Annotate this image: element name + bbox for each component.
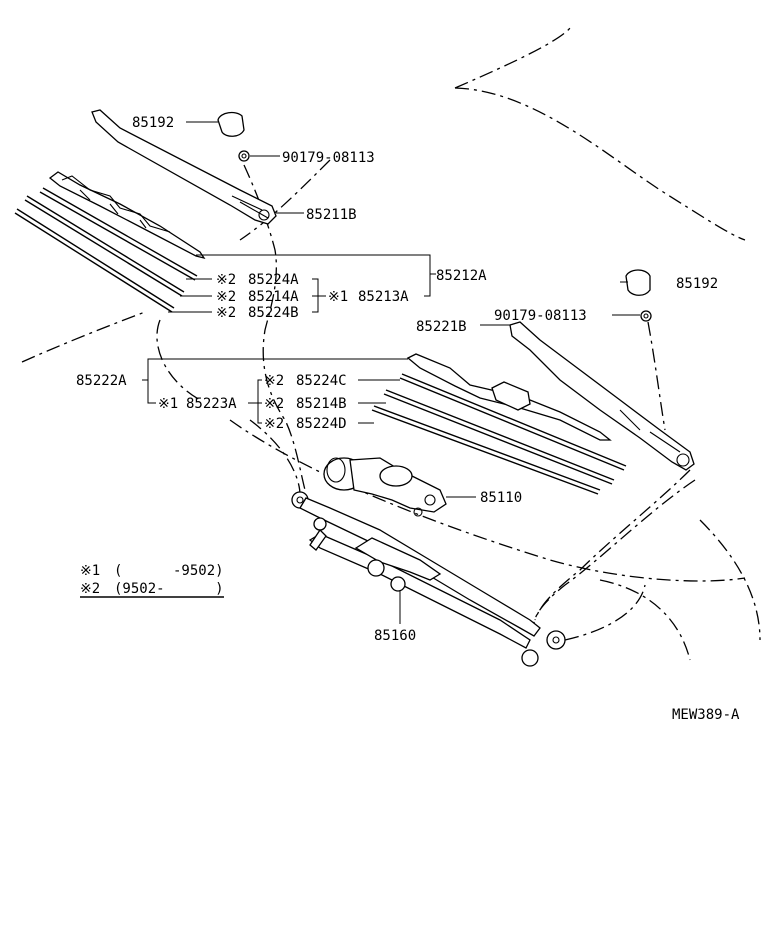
label-90179-left: 90179-08113	[282, 150, 375, 166]
label-85192-left: 85192	[132, 115, 174, 131]
mark-85224B: ※2	[216, 305, 236, 321]
wiper-link	[291, 491, 566, 667]
vehicle-outline	[21, 27, 761, 661]
wiper-blade-right	[371, 353, 627, 495]
label-85192-right: 85192	[676, 276, 718, 292]
wiper-motor	[323, 457, 447, 517]
label-90179-right: 90179-08113	[494, 308, 587, 324]
wiper-arm-left	[91, 109, 277, 225]
cap-85192-left	[217, 111, 245, 137]
cap-85192-right	[625, 269, 651, 296]
label-85224D: 85224D	[296, 416, 347, 432]
label-85160: 85160	[374, 628, 416, 644]
legend: ※1 ( -9502) ※2 (9502- )	[80, 563, 224, 598]
label-85223A: 85223A	[186, 396, 237, 412]
label-85224B: 85224B	[248, 305, 299, 321]
legend-row1-range: ( -9502)	[114, 563, 224, 579]
label-85221B: 85221B	[416, 319, 467, 335]
mark-85213A: ※1	[328, 289, 348, 305]
diagram-code: MEW389-A	[672, 707, 740, 723]
wiper-blade-left	[14, 171, 206, 313]
part-labels: 85192 90179-08113 85211B 85212A ※2 85224…	[76, 115, 740, 723]
label-85213A: 85213A	[358, 289, 409, 305]
leader-lines	[142, 121, 640, 624]
mark-85214B: ※2	[264, 396, 284, 412]
label-85211B: 85211B	[306, 207, 357, 223]
mark-85224D: ※2	[264, 416, 284, 432]
mark-85223A: ※1	[158, 396, 178, 412]
label-85214B: 85214B	[296, 396, 347, 412]
wiper-arm-right	[509, 321, 695, 471]
label-85214A: 85214A	[248, 289, 299, 305]
label-85224A: 85224A	[248, 272, 299, 288]
mark-85214A: ※2	[216, 289, 236, 305]
nut-right	[640, 310, 652, 322]
legend-row1-mark: ※1	[80, 563, 100, 579]
mark-85224A: ※2	[216, 272, 236, 288]
legend-row2-range: (9502- )	[114, 581, 224, 597]
mark-85224C: ※2	[264, 373, 284, 389]
label-85110: 85110	[480, 490, 522, 506]
label-85212A: 85212A	[436, 268, 487, 284]
label-85224C: 85224C	[296, 373, 347, 389]
legend-row2-mark: ※2	[80, 581, 100, 597]
label-85222A: 85222A	[76, 373, 127, 389]
nut-left	[238, 150, 250, 162]
